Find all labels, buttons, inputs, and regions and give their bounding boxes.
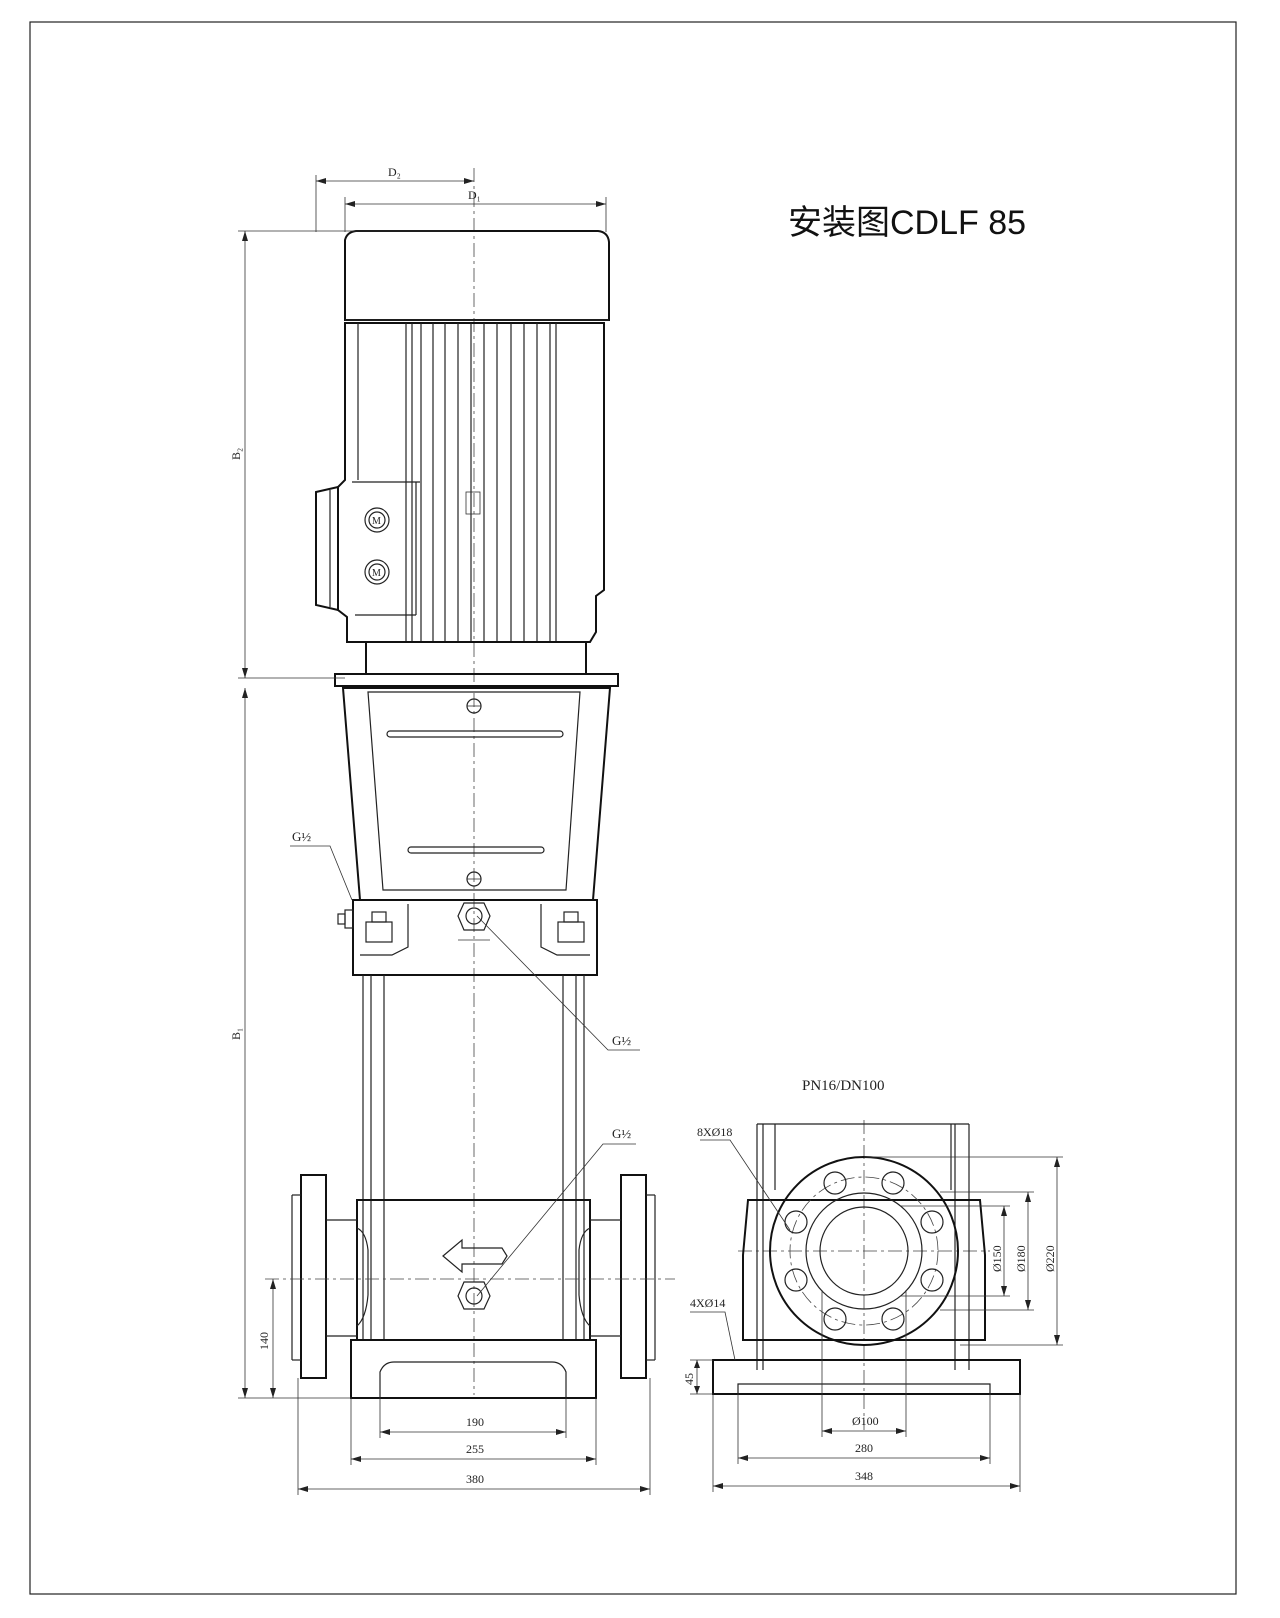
- dim-B2-label: B₂: [229, 448, 243, 460]
- port-callout-lower-right: G½: [476, 1126, 636, 1297]
- dim-d150-label: Ø150: [990, 1245, 1004, 1272]
- sheet-border: [29, 21, 1237, 1595]
- cable-gland-upper: M: [364, 507, 390, 533]
- port-callout-upper-left: G½: [290, 829, 353, 901]
- dim-d180-label: Ø180: [1014, 1245, 1028, 1272]
- dim-45-label: 45: [682, 1373, 696, 1385]
- dim-380: 380: [297, 1378, 651, 1495]
- callout-8-holes-label: 8XØ18: [697, 1125, 732, 1139]
- dim-140: 140: [257, 1279, 276, 1398]
- dim-348: 348: [712, 1394, 1021, 1492]
- dim-190: 190: [379, 1398, 567, 1438]
- motor-stool: [341, 687, 612, 901]
- dim-d150: Ø150: [900, 1205, 1010, 1297]
- flange-bolt-circle: [789, 1176, 939, 1326]
- dim-D2: D₂: [315, 165, 474, 232]
- dim-d100-label: Ø100: [852, 1414, 879, 1428]
- flange-bolt-holes: [784, 1171, 944, 1331]
- dim-255-label: 255: [466, 1442, 484, 1456]
- side-view: M M: [229, 165, 675, 1495]
- callout-4-holes-label: 4XØ14: [690, 1296, 725, 1310]
- port-label-lower-right: G½: [612, 1126, 631, 1141]
- dim-d100: Ø100: [821, 1290, 907, 1437]
- motor-collar: [334, 641, 619, 687]
- flange-view: PN16/DN100: [682, 1078, 1063, 1492]
- drain-plug: [457, 1281, 491, 1310]
- motor-label-2: M: [372, 568, 381, 579]
- port-callout-middle-right: G½: [476, 915, 640, 1051]
- pump-base: [350, 1199, 597, 1399]
- dim-d220: Ø220: [864, 1156, 1063, 1346]
- callout-8-holes: 8XØ18: [697, 1125, 791, 1231]
- dim-280: 280: [737, 1394, 991, 1464]
- dim-B2: B₂: [229, 230, 460, 679]
- flange-base-plate: [712, 1359, 1021, 1395]
- pump-sleeve: [362, 975, 585, 1339]
- dim-d220-label: Ø220: [1043, 1245, 1057, 1272]
- dim-D1: D₁: [344, 188, 607, 232]
- drawing-title: 安装图CDLF 85: [788, 204, 1026, 242]
- dim-140-label: 140: [257, 1332, 271, 1350]
- flow-arrow: [442, 1238, 508, 1274]
- dim-348-label: 348: [855, 1469, 873, 1483]
- dim-255: 255: [350, 1398, 597, 1465]
- flange-bore: [819, 1206, 909, 1296]
- port-label-middle-right: G½: [612, 1033, 631, 1048]
- terminal-box: [315, 485, 339, 612]
- callout-4-holes: 4XØ14: [690, 1296, 736, 1361]
- dim-d180: Ø180: [940, 1191, 1034, 1311]
- flange-pump-body: [742, 1123, 986, 1370]
- dim-45: 45: [682, 1359, 713, 1395]
- motor-label-1: M: [372, 516, 381, 527]
- motor-body: [337, 322, 605, 643]
- dim-190-label: 190: [466, 1415, 484, 1429]
- motor-cap: [344, 230, 610, 321]
- dim-D2-label: D₂: [388, 165, 401, 179]
- pump-head: [352, 899, 598, 976]
- port-label-upper-left: G½: [292, 829, 311, 844]
- dim-D1-label: D₁: [468, 188, 481, 202]
- dim-B1: B₁: [229, 688, 351, 1399]
- flange-view-title: PN16/DN100: [802, 1078, 885, 1094]
- dim-B1-label: B₁: [229, 1028, 243, 1040]
- dim-380-label: 380: [466, 1472, 484, 1486]
- cable-gland-lower: M: [364, 559, 390, 585]
- outlet-flange: [590, 1174, 656, 1379]
- vent-plug: [337, 909, 354, 929]
- flange-raised-face: [805, 1192, 923, 1310]
- dim-280-label: 280: [855, 1441, 873, 1455]
- inlet-flange: [291, 1174, 357, 1379]
